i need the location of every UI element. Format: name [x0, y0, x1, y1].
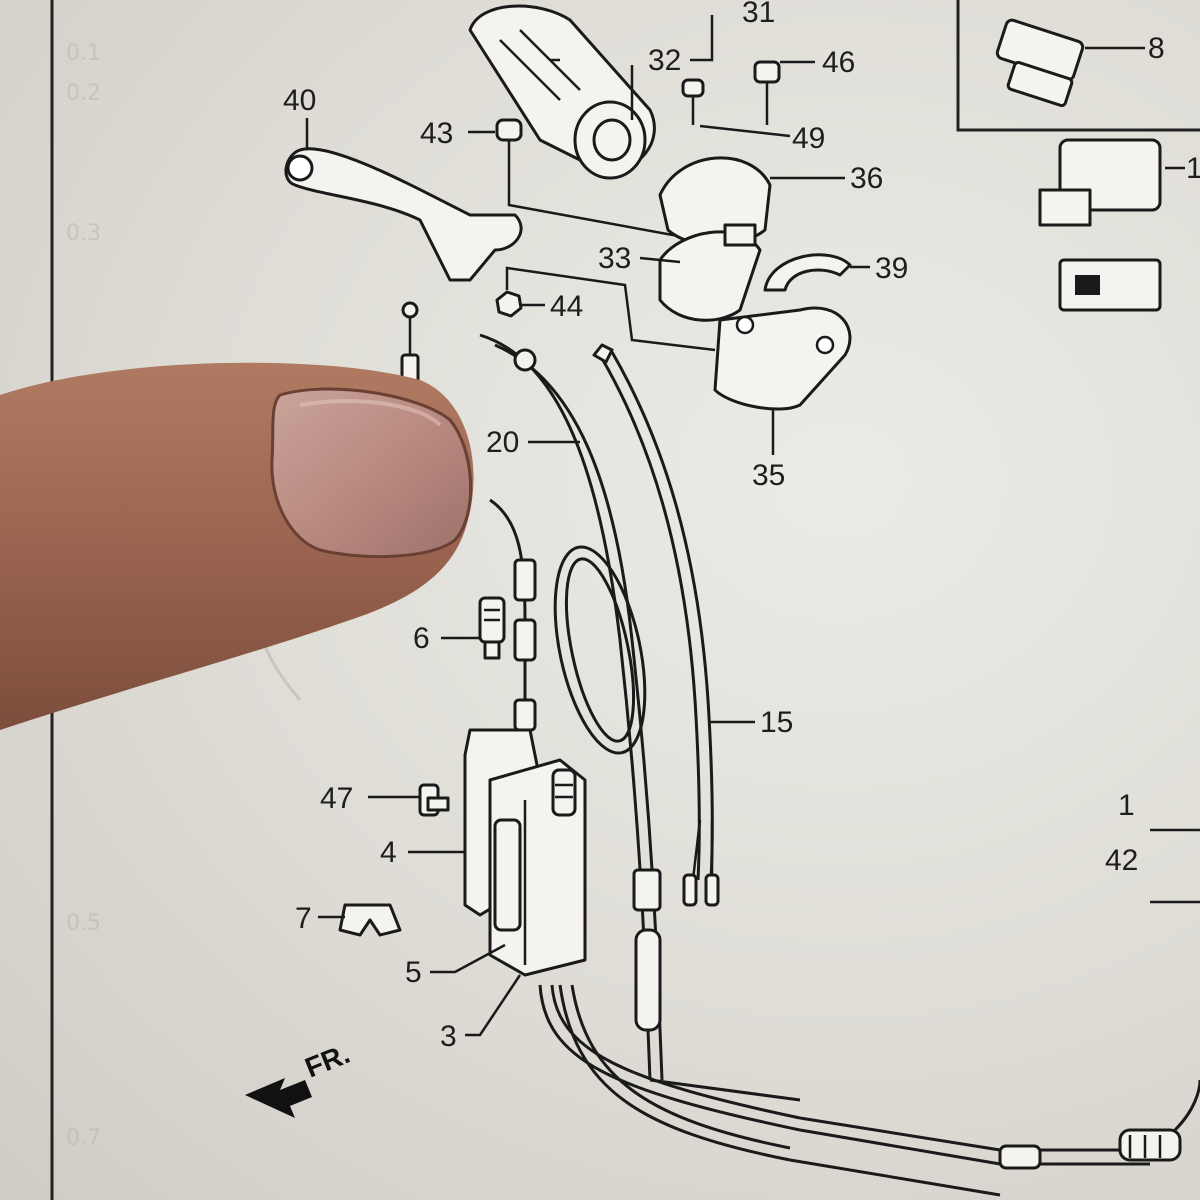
leader-bracket [505, 266, 716, 352]
lever-pivot-hole [286, 154, 314, 182]
cable-coupler [998, 1128, 1182, 1170]
solenoid-3 [488, 758, 587, 977]
callout-6: 6 [413, 622, 430, 655]
throttle-grip [468, 4, 656, 180]
master-bracket [713, 306, 852, 411]
callout-40: 40 [283, 84, 316, 117]
clamp-39 [763, 253, 852, 292]
wire-tip [400, 301, 420, 387]
callout-46: 46 [822, 46, 855, 79]
callout-35: 35 [752, 459, 785, 492]
inset-frame [956, 0, 1200, 132]
callout-32: 32 [648, 44, 681, 77]
bolt-43 [495, 118, 701, 242]
callout-4: 4 [380, 836, 397, 869]
screw-46 [753, 60, 781, 125]
clip-7 [338, 903, 402, 937]
callout-5: 5 [405, 956, 422, 989]
switch-1 [1038, 138, 1162, 227]
lower-cable-b [558, 984, 791, 1162]
fitting-6 [478, 596, 506, 660]
margin-mark-7: 0.7 [66, 1126, 101, 1151]
callout-36: 36 [850, 162, 883, 195]
callout-3: 3 [440, 1020, 457, 1053]
switch-housing [658, 156, 772, 322]
cable-adjuster [632, 868, 662, 1032]
cable-15 [598, 354, 701, 881]
bolt-47 [418, 783, 450, 817]
leader-lines [305, 15, 1200, 1037]
brake-lever [284, 147, 523, 282]
lower-cable-cont [799, 1116, 1150, 1152]
callout-44: 44 [550, 290, 583, 323]
cable-15-ends [682, 819, 720, 907]
screw-49 [681, 78, 705, 125]
callout-1-lower: 1 [1118, 789, 1135, 822]
margin-mark-1: 0.1 [66, 41, 101, 66]
lower-cable-a [538, 984, 801, 1132]
cable-20-loop [553, 545, 647, 755]
callout-8: 8 [1148, 32, 1165, 65]
callout-33: 33 [598, 242, 631, 275]
callout-20: 20 [486, 426, 519, 459]
thumb [0, 362, 474, 730]
callout-1-top: 1 [1186, 152, 1200, 185]
sensor-lead [489, 498, 537, 732]
callout-49: 49 [792, 122, 825, 155]
front-direction-label: FR. [301, 1038, 354, 1084]
margin-mark-2: 0.2 [66, 81, 101, 106]
margin-mark-3: 0.3 [66, 221, 101, 246]
callout-42: 42 [1105, 844, 1138, 877]
connector-8 [995, 18, 1085, 108]
callout-15: 15 [760, 706, 793, 739]
margin-mark-5: 0.5 [66, 911, 101, 936]
callout-39: 39 [875, 252, 908, 285]
connector-block [1058, 258, 1162, 312]
nut-44 [495, 290, 523, 318]
callout-7: 7 [295, 902, 312, 935]
front-direction-arrow: FR. [245, 1038, 354, 1118]
callout-43: 43 [420, 117, 453, 150]
callout-31: 31 [742, 0, 775, 29]
callout-47: 47 [320, 782, 353, 815]
